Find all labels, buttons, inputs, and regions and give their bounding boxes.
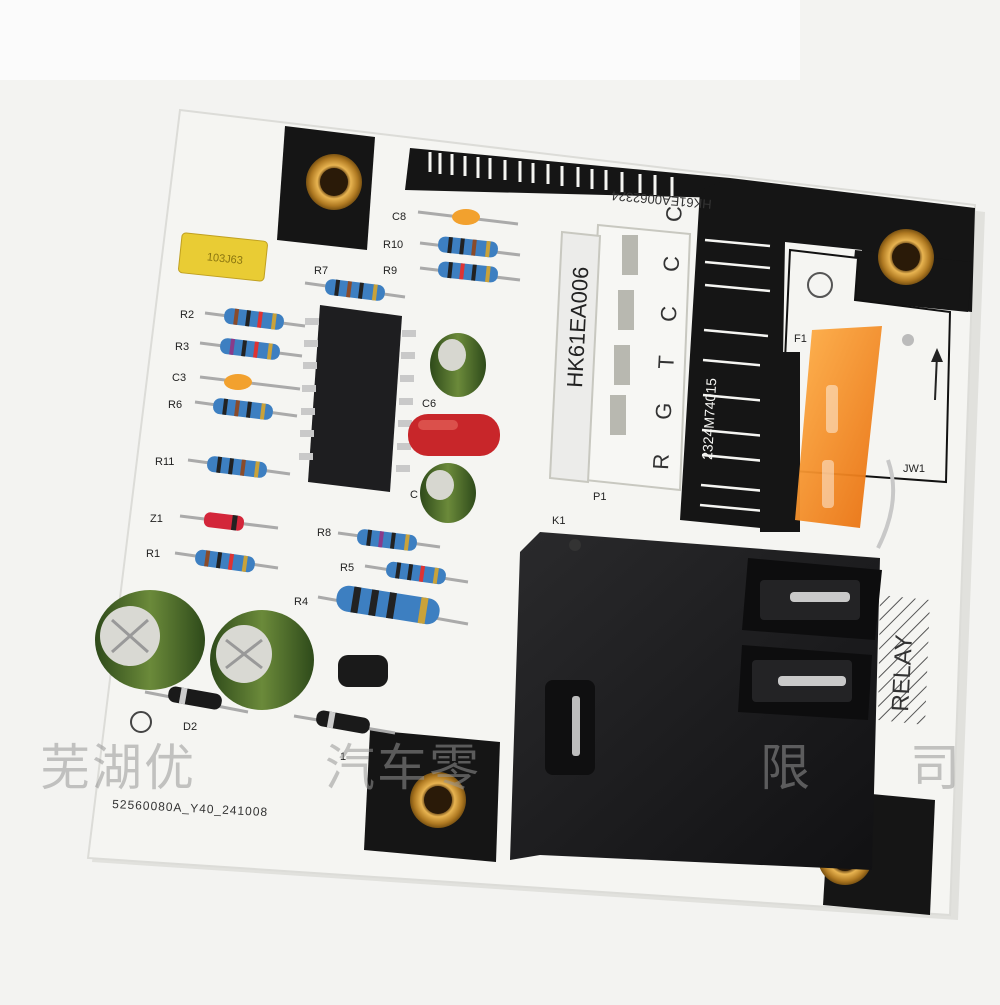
label-k1: K1	[552, 515, 565, 527]
label-r6: R6	[168, 399, 182, 411]
label-r5: R5	[340, 562, 354, 574]
label-c3: C3	[172, 372, 186, 384]
resistor-r2	[224, 308, 284, 330]
watermark-part-3: 限	[760, 739, 812, 797]
resistor-r3	[220, 338, 280, 360]
film-capacitor	[178, 232, 268, 282]
label-r10: R10	[383, 239, 403, 251]
label-r7: R7	[314, 265, 328, 277]
resistor-r1	[195, 549, 255, 573]
label-jw1: JW1	[903, 463, 925, 475]
label-f1: F1	[794, 333, 807, 345]
capacitor-c8	[452, 209, 480, 225]
resistor-r11	[207, 456, 267, 478]
watermark-part-4: 司	[910, 739, 962, 797]
watermark-part-2: 汽车零	[325, 739, 481, 797]
label-r3: R3	[175, 341, 189, 353]
ic-chip	[308, 305, 402, 492]
label-r4: R4	[294, 596, 308, 608]
resistor-r9	[438, 261, 498, 283]
label-r1: R1	[146, 548, 160, 560]
cap-marking: 103J63	[206, 251, 243, 267]
resistor-r8	[357, 529, 417, 551]
label-r11: R11	[155, 456, 174, 468]
capacitor-c3	[224, 374, 252, 390]
label-d1: 1	[340, 751, 346, 763]
relay-label: RELAY	[887, 634, 918, 712]
label-z1: Z1	[150, 513, 163, 525]
resistor-r10	[438, 236, 498, 258]
jumper-wire-jw1	[876, 459, 896, 549]
label-c6: C6	[422, 398, 436, 410]
label-d2: D2	[183, 721, 197, 733]
label-p1: P1	[593, 491, 606, 503]
fuse-f1	[795, 326, 882, 528]
barcode-text: 2324M74015	[699, 377, 719, 460]
label-r2: R2	[180, 309, 194, 321]
label-c8: C8	[392, 211, 406, 223]
resistor-r5	[386, 561, 446, 585]
resistor-r7	[325, 279, 385, 301]
label-r8: R8	[317, 527, 331, 539]
paper-strip	[0, 0, 800, 80]
transistor	[338, 655, 388, 687]
resistor-r6	[213, 398, 273, 420]
watermark-part-1: 芜湖优	[40, 739, 196, 797]
label-r9: R9	[383, 265, 397, 277]
label-c: C	[410, 489, 418, 501]
